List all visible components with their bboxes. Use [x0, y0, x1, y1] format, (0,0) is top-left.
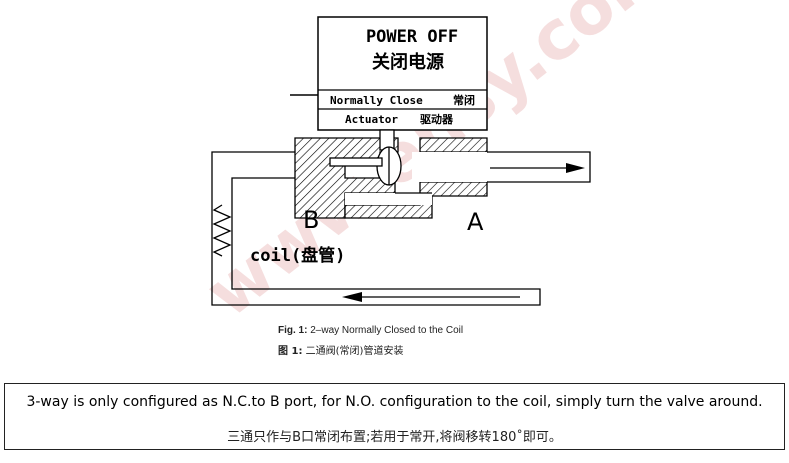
figure-caption-en: Fig. 1: 2–way Normally Closed to the Coi…: [278, 325, 463, 336]
caption-text-en: 2–way Normally Closed to the Coil: [310, 325, 464, 336]
power-off-label-zh: 关闭电源: [372, 51, 444, 73]
pipe-loop: [211, 151, 591, 306]
coil-spring-icon: [212, 204, 232, 257]
caption-prefix-zh: 图 1:: [278, 346, 303, 357]
actuator-label: Actuator: [345, 113, 398, 126]
coil-label: coil(盘管): [250, 245, 345, 266]
valve-installation-diagram: www.ehsy.com POWER OFF 关闭电源 Normally Clo…: [192, 0, 687, 333]
note-box: 3-way is only configured as N.C.to B por…: [4, 383, 785, 450]
figure-caption-zh: 图 1: 二通阀(常闭)管道安装: [278, 342, 403, 357]
valve-stem: [329, 129, 402, 186]
port-b-label: B: [303, 206, 319, 234]
normally-close-label-zh: 常闭: [453, 93, 475, 107]
caption-text-zh: 二通阀(常闭)管道安装: [305, 346, 404, 357]
actuator-box: POWER OFF 关闭电源 Normally Close 常闭 Actuato…: [317, 16, 488, 131]
caption-prefix-en: Fig. 1:: [278, 325, 308, 336]
note-text-zh: 三通只作与B口常闭布置;若用于常开,将阀移转180˚即可。: [227, 430, 562, 445]
port-a-label: A: [467, 208, 484, 236]
note-text-en: 3-way is only configured as N.C.to B por…: [26, 394, 763, 410]
flow-arrow-right: [490, 163, 585, 173]
actuator-label-zh: 驱动器: [420, 112, 454, 126]
normally-close-label: Normally Close: [330, 94, 423, 107]
flow-arrow-left: [342, 292, 520, 302]
power-off-label: POWER OFF: [366, 27, 458, 47]
